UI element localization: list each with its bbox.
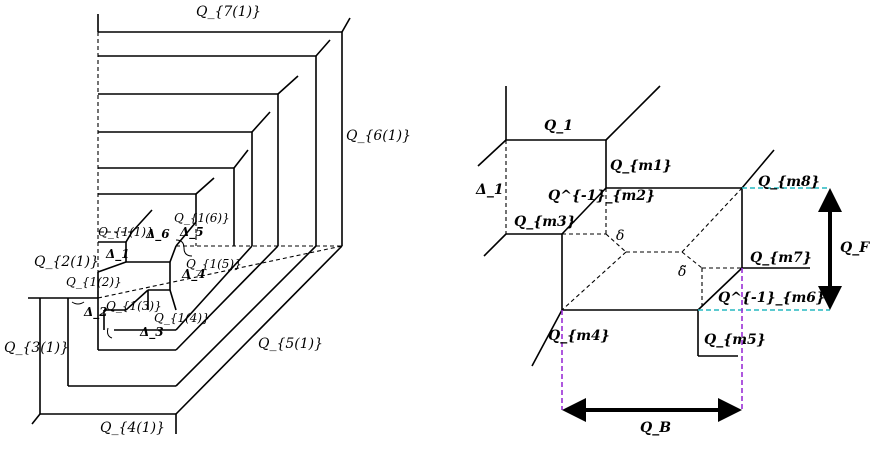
label-qm5: Q_{m5}	[704, 332, 766, 348]
label-delta4: Δ_4	[181, 267, 206, 282]
label-delta2: Δ_2	[83, 305, 108, 320]
label-qm4: Q_{m4}	[548, 328, 610, 344]
label-q12: Q_{1(2)}	[66, 275, 122, 289]
label-q5: Q_{5(1)}	[258, 336, 323, 352]
label-q2: Q_{2(1)}	[34, 254, 99, 270]
label-qm3: Q_{m3}	[514, 214, 576, 230]
label-delta3: Δ_3	[139, 325, 164, 340]
label-delta6: Δ_6	[145, 227, 170, 242]
label-qm1: Q_{m1}	[610, 158, 672, 174]
left-nested-web	[28, 14, 351, 434]
label-q13: Q_{1(3)}	[106, 299, 162, 313]
right-web	[477, 85, 810, 367]
label-qb: Q_B	[640, 420, 671, 436]
label-q7: Q_{7(1)}	[196, 4, 261, 20]
label-q1: Q_1	[544, 118, 573, 134]
label-q11: Q_{1(1)}	[98, 225, 154, 239]
label-qf: Q_F	[840, 240, 870, 256]
label-q3: Q_{3(1)}	[4, 340, 69, 356]
label-qm6inv: Q^{-1}_{m6}	[718, 290, 825, 306]
label-q6: Q_{6(1)}	[346, 128, 411, 144]
label-delta5: Δ_5	[179, 225, 204, 240]
label-q4: Q_{4(1)}	[100, 420, 165, 436]
label-delta-tilde: δ̃	[678, 264, 686, 280]
label-delta1: Δ_1	[105, 247, 130, 262]
label-q15: Q_{1(5)}	[186, 257, 242, 271]
label-qm2inv: Q^{-1}_{m2}	[548, 188, 655, 204]
label-qm8: Q_{m8}	[758, 174, 820, 190]
label-q16: Q_{1(6)}	[174, 211, 230, 225]
label-delta1-right: Δ_1	[475, 182, 504, 198]
label-delta: δ	[616, 228, 624, 244]
label-q14: Q_{1(4)}	[154, 311, 210, 325]
label-qm7: Q_{m7}	[750, 250, 812, 266]
